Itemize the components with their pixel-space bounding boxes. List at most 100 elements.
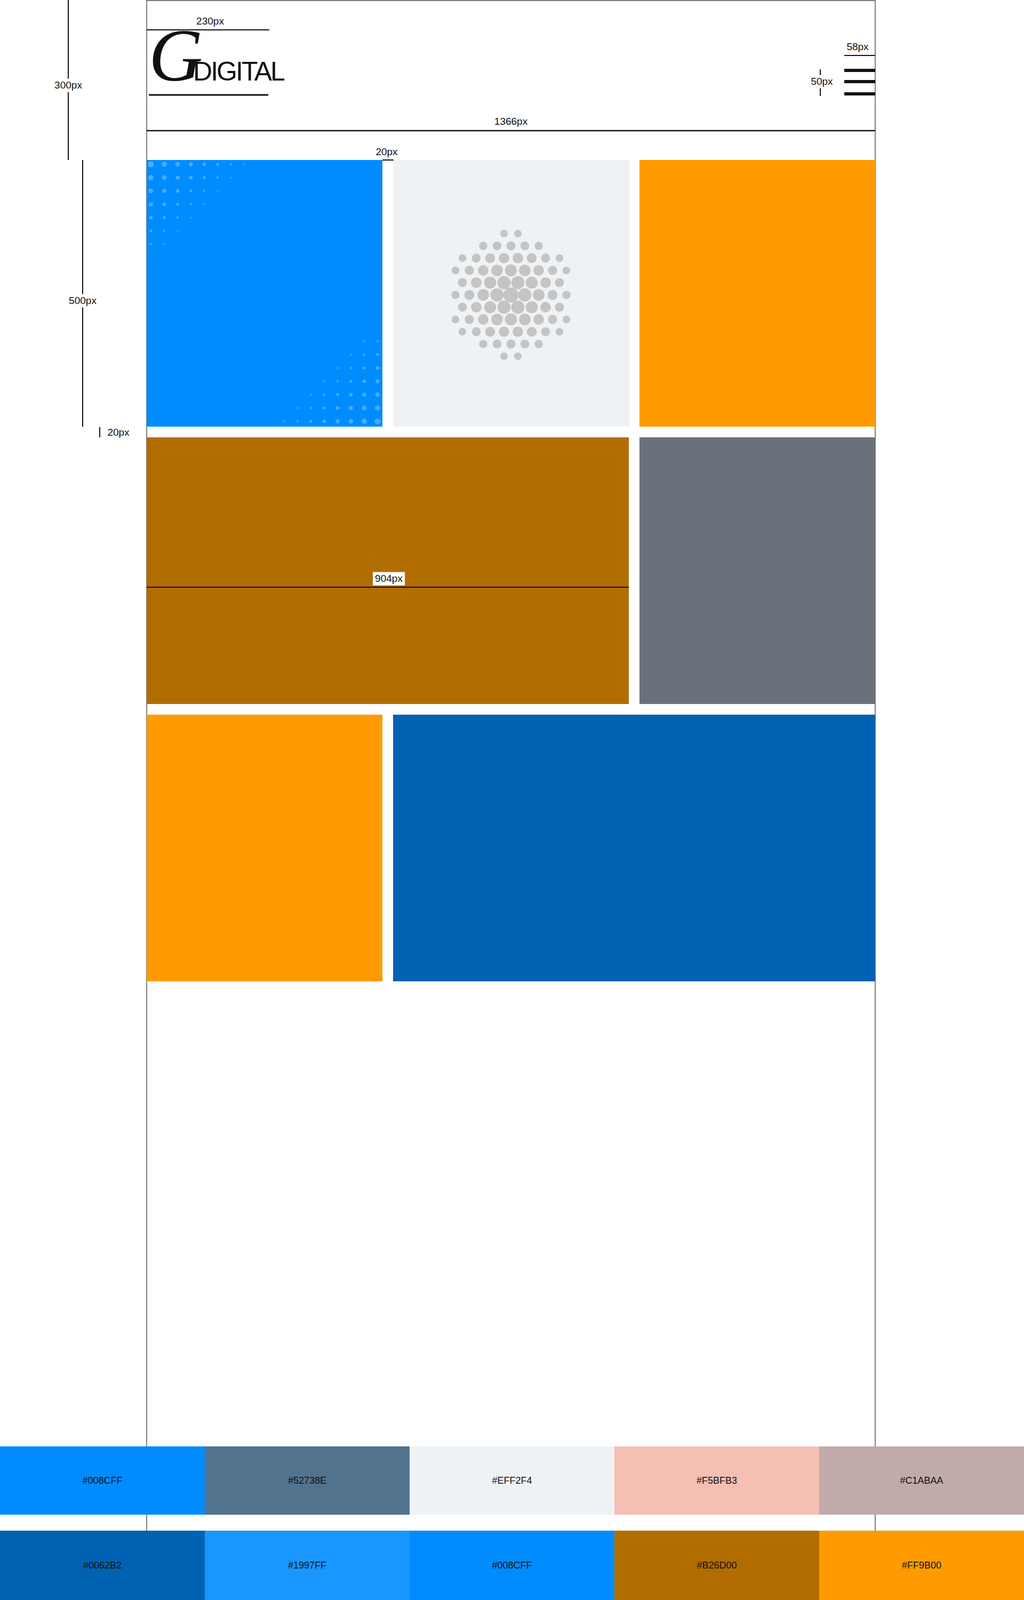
dot xyxy=(175,162,181,167)
hamburger-bar xyxy=(844,80,876,84)
dimension-line xyxy=(82,160,84,427)
dot xyxy=(491,264,503,277)
tile xyxy=(146,437,629,704)
dimension-label: 20px xyxy=(105,426,132,440)
dot xyxy=(349,353,352,356)
dot xyxy=(512,252,524,264)
dot xyxy=(492,241,502,251)
dot xyxy=(176,229,179,232)
dimension-label: 50px xyxy=(808,75,835,89)
dot xyxy=(525,276,539,290)
dot xyxy=(555,278,565,288)
tile xyxy=(393,714,876,982)
dot xyxy=(458,254,467,262)
dot xyxy=(500,352,508,360)
dimension-line xyxy=(146,586,629,588)
dot xyxy=(336,380,339,383)
dimension-line xyxy=(844,54,876,56)
swatch-label: #008CFF xyxy=(491,1560,532,1572)
dot xyxy=(374,405,381,411)
dot xyxy=(477,265,489,276)
dot xyxy=(309,393,312,396)
color-swatch: #C1ABAA xyxy=(819,1446,1024,1515)
swatch-label: #1997FF xyxy=(288,1560,327,1572)
dot xyxy=(547,265,557,275)
dot xyxy=(520,241,530,251)
dot xyxy=(348,405,354,411)
dot xyxy=(202,162,207,167)
dot xyxy=(374,418,381,425)
dot xyxy=(477,314,489,325)
dot xyxy=(505,313,518,326)
dot xyxy=(500,229,508,238)
dot xyxy=(485,326,496,338)
dot xyxy=(336,366,339,369)
dot xyxy=(283,420,285,422)
dot xyxy=(162,202,167,207)
dot xyxy=(229,176,232,179)
swatch-label: #B26D00 xyxy=(696,1560,737,1572)
dot xyxy=(518,288,532,302)
dot xyxy=(478,241,487,250)
dot xyxy=(514,352,522,360)
dot xyxy=(562,266,571,275)
dot xyxy=(472,327,482,337)
dot xyxy=(451,266,460,275)
dot xyxy=(555,254,564,262)
dot-pattern xyxy=(148,161,381,425)
dot xyxy=(296,406,299,409)
swatch-label: #008CFF xyxy=(82,1475,123,1487)
tile xyxy=(146,714,383,982)
dot xyxy=(148,161,155,168)
dot xyxy=(229,163,232,166)
dot xyxy=(335,419,340,424)
dot xyxy=(362,405,367,411)
dot xyxy=(323,393,326,396)
dot xyxy=(485,253,496,264)
dot xyxy=(323,380,325,382)
dot xyxy=(148,188,154,194)
dot xyxy=(322,419,327,424)
dot xyxy=(451,290,460,300)
tile xyxy=(146,160,383,427)
dimension-label: 500px xyxy=(66,294,99,308)
dimension-label: 1366px xyxy=(492,115,530,129)
header-line xyxy=(146,130,876,132)
dot xyxy=(176,189,180,194)
dot xyxy=(362,379,367,384)
dot xyxy=(349,379,353,383)
dot xyxy=(520,339,530,349)
dimension-label: 20px xyxy=(373,145,400,159)
dot xyxy=(458,278,468,288)
dot xyxy=(470,301,482,313)
dot xyxy=(216,176,219,179)
dot xyxy=(163,229,166,232)
dot xyxy=(149,229,153,233)
dot xyxy=(533,314,544,325)
dimension-label: 230px xyxy=(194,14,227,29)
dot xyxy=(203,203,205,205)
tile xyxy=(639,437,876,704)
dot xyxy=(490,288,504,302)
color-swatch: #0062B2 xyxy=(0,1530,205,1600)
dot xyxy=(349,366,352,370)
dot xyxy=(464,265,474,275)
dot xyxy=(309,419,313,423)
dot xyxy=(540,301,551,313)
dot xyxy=(149,243,152,246)
dot xyxy=(505,264,518,277)
dot xyxy=(348,419,354,424)
dot xyxy=(361,418,367,424)
dot xyxy=(555,302,565,312)
hamburger-bar xyxy=(844,68,876,72)
dimension-label: 300px xyxy=(52,78,85,93)
dot xyxy=(458,302,468,312)
color-swatch: #52738E xyxy=(204,1446,410,1515)
dot xyxy=(148,202,154,207)
dot xyxy=(363,340,365,342)
dot xyxy=(243,163,245,165)
dot xyxy=(188,162,194,167)
dot xyxy=(511,300,525,315)
dot xyxy=(202,176,206,180)
dot xyxy=(534,339,543,348)
